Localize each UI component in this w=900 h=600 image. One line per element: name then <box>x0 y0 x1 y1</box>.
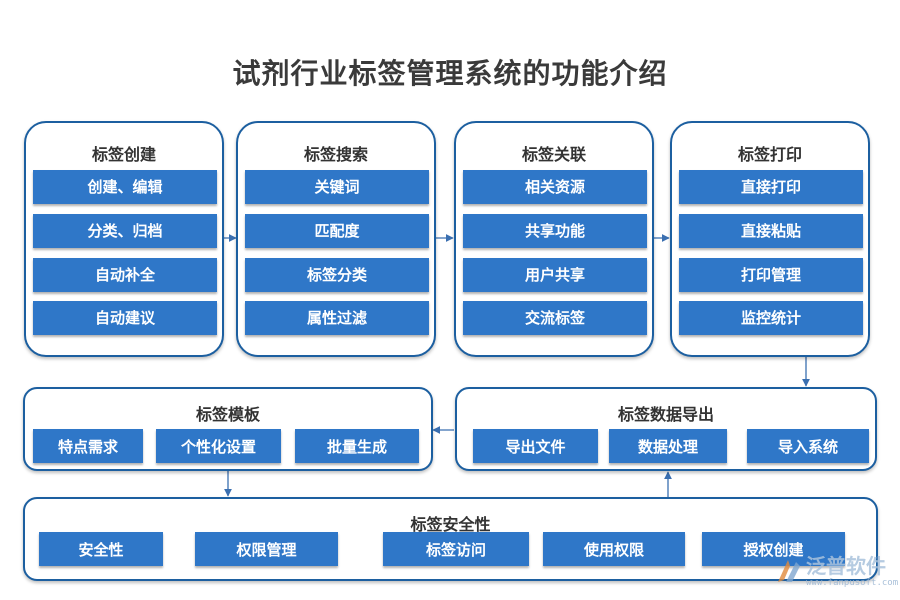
item-box: 使用权限 <box>543 532 685 566</box>
item-box: 自动建议 <box>33 301 217 335</box>
item-box: 监控统计 <box>679 301 863 335</box>
watermark-url: www.fanpusoft.com <box>806 578 899 588</box>
card-title: 标签模板 <box>195 405 260 424</box>
item-box: 标签访问 <box>383 532 529 566</box>
item-box: 权限管理 <box>195 532 338 566</box>
item-box: 分类、归档 <box>33 214 217 248</box>
item-box: 标签分类 <box>245 258 429 292</box>
card-title: 标签关联 <box>521 145 586 164</box>
card-label-search: 标签搜索 关键词 匹配度 标签分类 属性过滤 <box>236 121 436 357</box>
item-box: 匹配度 <box>245 214 429 248</box>
item-box: 直接粘贴 <box>679 214 863 248</box>
card-label-data-export: 标签数据导出 导出文件 数据处理 导入系统 <box>455 387 877 471</box>
card-title: 标签打印 <box>737 145 802 164</box>
card-title: 标签搜索 <box>303 145 368 164</box>
watermark-logo-icon <box>778 560 800 582</box>
item-box: 属性过滤 <box>245 301 429 335</box>
item-box: 用户共享 <box>463 258 647 292</box>
watermark-text: 泛普软件 <box>806 554 886 578</box>
card-label-link: 标签关联 相关资源 共享功能 用户共享 交流标签 <box>454 121 654 357</box>
item-box: 交流标签 <box>463 301 647 335</box>
card-title: 标签创建 <box>91 145 156 164</box>
item-box: 打印管理 <box>679 258 863 292</box>
card-title: 标签数据导出 <box>617 405 714 424</box>
item-box: 导出文件 <box>473 429 598 463</box>
item-box: 批量生成 <box>295 429 419 463</box>
page-title: 试剂行业标签管理系统的功能介绍 <box>232 57 668 90</box>
item-box: 数据处理 <box>609 429 727 463</box>
item-box: 自动补全 <box>33 258 217 292</box>
item-box: 安全性 <box>39 532 163 566</box>
watermark: 泛普软件 www.fanpusoft.com <box>776 550 900 594</box>
card-label-template: 标签模板 特点需求 个性化设置 批量生成 <box>23 387 433 471</box>
card-label-security: 标签安全性 安全性 权限管理 标签访问 使用权限 授权创建 <box>23 497 878 581</box>
item-box: 直接打印 <box>679 170 863 204</box>
item-box: 共享功能 <box>463 214 647 248</box>
item-box: 关键词 <box>245 170 429 204</box>
item-box: 导入系统 <box>747 429 869 463</box>
item-box: 相关资源 <box>463 170 647 204</box>
item-box: 授权创建 <box>702 532 845 566</box>
card-label-create: 标签创建 创建、编辑 分类、归档 自动补全 自动建议 <box>24 121 224 357</box>
item-box: 个性化设置 <box>156 429 281 463</box>
card-label-print: 标签打印 直接打印 直接粘贴 打印管理 监控统计 <box>670 121 870 357</box>
item-box: 创建、编辑 <box>33 170 217 204</box>
card-title: 标签安全性 <box>410 515 491 534</box>
item-box: 特点需求 <box>33 429 143 463</box>
